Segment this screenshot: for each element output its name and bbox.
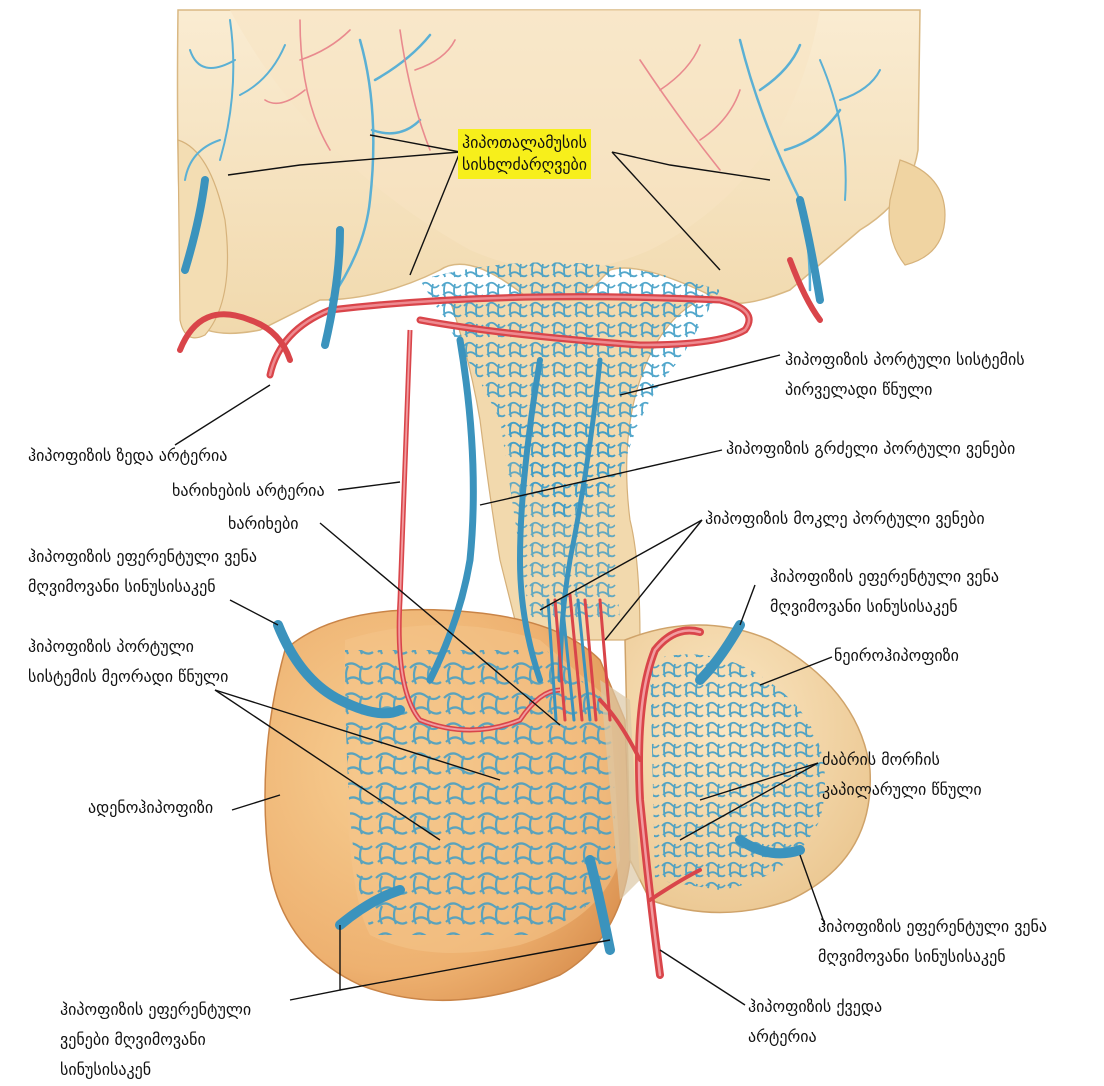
label-efferent-vein-left: ჰიპოფიზის ეფერენტული ვენა მღვიმოვანი სინ… [28, 542, 257, 602]
label-hypothalamic-vessels-line1: ჰიპოთალამუსის [462, 132, 587, 154]
label-trabecular-artery: ხარიხების არტერია [172, 480, 325, 502]
label-hypothalamic-vessels: ჰიპოთალამუსის სისხლძარღვები [458, 129, 591, 179]
label-inferior-artery: ჰიპოფიზის ქვედა არტერია [748, 992, 882, 1052]
label-adenohypophysis: ადენოჰიპოფიზი [88, 797, 213, 819]
label-posterior-lobe-plexus: ძაბრის მორჩის კაპილარული წნული [822, 745, 982, 805]
label-primary-plexus-line1: ჰიპოფიზის პორტული სისტემის [785, 345, 1025, 375]
label-efferent-vein-right-bottom: ჰიპოფიზის ეფერენტული ვენა მღვიმოვანი სინ… [818, 912, 1047, 972]
label-short-portal-veins: ჰიპოფიზის მოკლე პორტული ვენები [705, 508, 985, 530]
label-efferent-veins-bottom: ჰიპოფიზის ეფერენტული ვენები მღვიმოვანი ს… [60, 995, 251, 1085]
label-hypothalamic-vessels-line2: სისხლძარღვები [462, 154, 587, 176]
label-inferior-artery-line2: არტერია [748, 1022, 882, 1052]
label-posterior-lobe-plexus-line2: კაპილარული წნული [822, 775, 982, 805]
label-efferent-veins-bottom-line3: სინუსისაკენ [60, 1055, 251, 1085]
label-efferent-vein-right-top-line2: მღვიმოვანი სინუსისაკენ [770, 592, 999, 622]
label-neurohypophysis: ნეიროჰიპოფიზი [834, 645, 959, 667]
label-efferent-vein-right-bottom-line1: ჰიპოფიზის ეფერენტული ვენა [818, 912, 1047, 942]
label-primary-plexus-line2: პირველადი წნული [785, 375, 1025, 405]
optic-lobe-right [889, 160, 945, 265]
label-efferent-veins-bottom-line2: ვენები მღვიმოვანი [60, 1025, 251, 1055]
label-posterior-lobe-plexus-line1: ძაბრის მორჩის [822, 745, 982, 775]
label-superior-artery: ჰიპოფიზის ზედა არტერია [28, 445, 227, 467]
label-inferior-artery-line1: ჰიპოფიზის ქვედა [748, 992, 882, 1022]
label-primary-plexus: ჰიპოფიზის პორტული სისტემის პირველადი წნუ… [785, 345, 1025, 405]
label-long-portal-veins: ჰიპოფიზის გრძელი პორტული ვენები [726, 438, 1015, 460]
label-efferent-vein-left-line1: ჰიპოფიზის ეფერენტული ვენა [28, 542, 257, 572]
label-secondary-plexus: ჰიპოფიზის პორტული სისტემის მეორადი წნული [28, 632, 228, 692]
label-efferent-vein-right-bottom-line2: მღვიმოვანი სინუსისაკენ [818, 942, 1047, 972]
label-efferent-vein-right-top-line1: ჰიპოფიზის ეფერენტული ვენა [770, 562, 999, 592]
label-secondary-plexus-line2: სისტემის მეორადი წნული [28, 662, 228, 692]
label-efferent-veins-bottom-line1: ჰიპოფიზის ეფერენტული [60, 995, 251, 1025]
label-efferent-vein-right-top: ჰიპოფიზის ეფერენტული ვენა მღვიმოვანი სინ… [770, 562, 999, 622]
label-efferent-vein-left-line2: მღვიმოვანი სინუსისაკენ [28, 572, 257, 602]
label-trabecula: ხარიხები [228, 513, 299, 535]
label-secondary-plexus-line1: ჰიპოფიზის პორტული [28, 632, 228, 662]
